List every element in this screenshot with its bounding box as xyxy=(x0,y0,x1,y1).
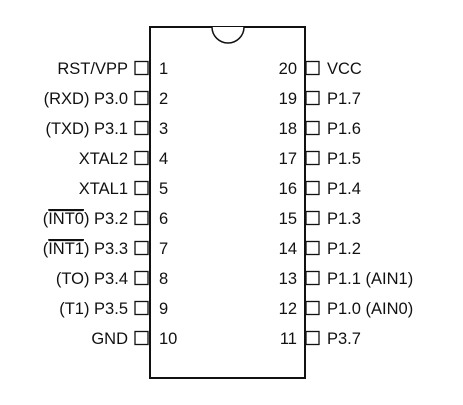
pin-18-number: 18 xyxy=(279,120,297,138)
pin-10-label-post: GND xyxy=(91,330,128,348)
pin-9-label: (T1) P3.5 xyxy=(59,300,128,318)
pin-17-number: 17 xyxy=(279,150,297,168)
left-pin-7: (INT1) P3.3 7 xyxy=(43,239,168,258)
pin-8-label: (TO) P3.4 xyxy=(56,270,128,288)
pin-18-label: P1.6 xyxy=(327,120,361,138)
right-pin-20: 20 VCC xyxy=(279,60,362,78)
pin-8-label-post: (TO) P3.4 xyxy=(56,270,128,288)
pin-20-box xyxy=(305,60,320,76)
right-pin-13: 13 P1.1 (AIN1) xyxy=(279,270,414,288)
pin-14-number: 14 xyxy=(279,240,297,258)
pin-17-label: P1.5 xyxy=(327,150,361,168)
pin-1-number: 1 xyxy=(159,60,168,78)
right-pin-17: 17 P1.5 xyxy=(279,150,361,168)
pin-13-number: 13 xyxy=(279,270,297,288)
left-pin-10: GND 10 xyxy=(91,330,177,348)
pin-7-label: (INT1) P3.3 xyxy=(43,240,128,258)
pin-12-box xyxy=(305,300,320,316)
pin-20-number: 20 xyxy=(279,60,297,78)
pin-7-number: 7 xyxy=(159,240,168,258)
pin-4-label: XTAL2 xyxy=(79,150,128,168)
pin-6-label-pre: ( xyxy=(43,210,49,228)
pin-16-label: P1.4 xyxy=(327,180,361,198)
pin-7-label-pre: ( xyxy=(43,240,49,258)
pin-20-label: VCC xyxy=(327,60,362,78)
right-pin-19: 19 P1.7 xyxy=(279,90,361,108)
pin-2-box xyxy=(134,90,149,106)
right-pin-18: 18 P1.6 xyxy=(279,120,361,138)
pin-1-label: RST/VPP xyxy=(57,60,128,78)
pin-12-number: 12 xyxy=(279,300,297,318)
pin-10-label: GND xyxy=(91,330,128,348)
pin-7-box xyxy=(134,240,149,256)
left-pin-5: XTAL1 5 xyxy=(79,180,168,198)
pin-11-label: P3.7 xyxy=(327,330,361,348)
pin-8-number: 8 xyxy=(159,270,168,288)
pin-6-label-bar: INT0 xyxy=(48,210,84,228)
orientation-notch xyxy=(211,26,245,44)
pin-2-label-post: (RXD) P3.0 xyxy=(44,90,128,108)
left-pin-8: (TO) P3.4 8 xyxy=(56,270,168,288)
pin-8-box xyxy=(134,270,149,286)
pin-4-label-post: XTAL2 xyxy=(79,150,128,168)
left-pin-4: XTAL2 4 xyxy=(79,150,168,168)
pin-19-number: 19 xyxy=(279,90,297,108)
left-pin-1: RST/VPP 1 xyxy=(57,60,168,78)
chip-body xyxy=(149,26,306,379)
pin-16-number: 16 xyxy=(279,180,297,198)
pin-1-box xyxy=(134,60,149,76)
right-pin-14: 14 P1.2 xyxy=(279,240,361,258)
pin-11-box xyxy=(305,330,320,346)
pin-9-number: 9 xyxy=(159,300,168,318)
right-pin-12: 12 P1.0 (AIN0) xyxy=(279,300,414,318)
pin-6-box xyxy=(134,210,149,226)
pin-16-box xyxy=(305,180,320,196)
left-pin-6: (INT0) P3.2 6 xyxy=(43,209,168,228)
pin-5-box xyxy=(134,180,149,196)
pin-15-box xyxy=(305,210,320,226)
pin-9-box xyxy=(134,300,149,316)
pin-9-label-post: (T1) P3.5 xyxy=(59,300,128,318)
pin-6-label-post: ) P3.2 xyxy=(84,210,128,228)
pin-6-label: (INT0) P3.2 xyxy=(43,210,128,228)
pin-3-box xyxy=(134,120,149,136)
pin-4-box xyxy=(134,150,149,166)
left-pin-2: (RXD) P3.0 2 xyxy=(44,90,169,108)
pin-3-number: 3 xyxy=(159,120,168,138)
pin-2-label: (RXD) P3.0 xyxy=(44,90,128,108)
pin-13-label: P1.1 (AIN1) xyxy=(327,270,413,288)
pin-5-label-post: XTAL1 xyxy=(79,180,128,198)
pin-19-label: P1.7 xyxy=(327,90,361,108)
pin-4-number: 4 xyxy=(159,150,168,168)
pin-13-box xyxy=(305,270,320,286)
pin-12-label: P1.0 (AIN0) xyxy=(327,300,413,318)
pin-7-label-post: ) P3.3 xyxy=(84,240,128,258)
pin-5-number: 5 xyxy=(159,180,168,198)
pin-3-label: (TXD) P3.1 xyxy=(45,120,128,138)
right-pin-16: 16 P1.4 xyxy=(279,180,361,198)
pin-15-number: 15 xyxy=(279,210,297,228)
pin-11-number: 11 xyxy=(280,330,297,348)
pin-7-label-bar: INT1 xyxy=(48,240,84,258)
pin-10-box xyxy=(134,330,149,346)
left-pin-3: (TXD) P3.1 3 xyxy=(45,120,168,138)
right-pin-15: 15 P1.3 xyxy=(279,210,361,228)
pin-10-number: 10 xyxy=(159,330,177,348)
pin-6-number: 6 xyxy=(159,210,168,228)
right-pin-11: 11 P3.7 xyxy=(280,330,361,348)
pin-19-box xyxy=(305,90,320,106)
pin-14-label: P1.2 xyxy=(327,240,361,258)
left-pin-9: (T1) P3.5 9 xyxy=(59,300,168,318)
pin-2-number: 2 xyxy=(159,90,168,108)
pin-17-box xyxy=(305,150,320,166)
pin-14-box xyxy=(305,240,320,256)
pin-15-label: P1.3 xyxy=(327,210,361,228)
pin-5-label: XTAL1 xyxy=(79,180,128,198)
pin-3-label-post: (TXD) P3.1 xyxy=(45,120,128,138)
pin-1-label-post: RST/VPP xyxy=(57,60,128,78)
pin-18-box xyxy=(305,120,320,136)
